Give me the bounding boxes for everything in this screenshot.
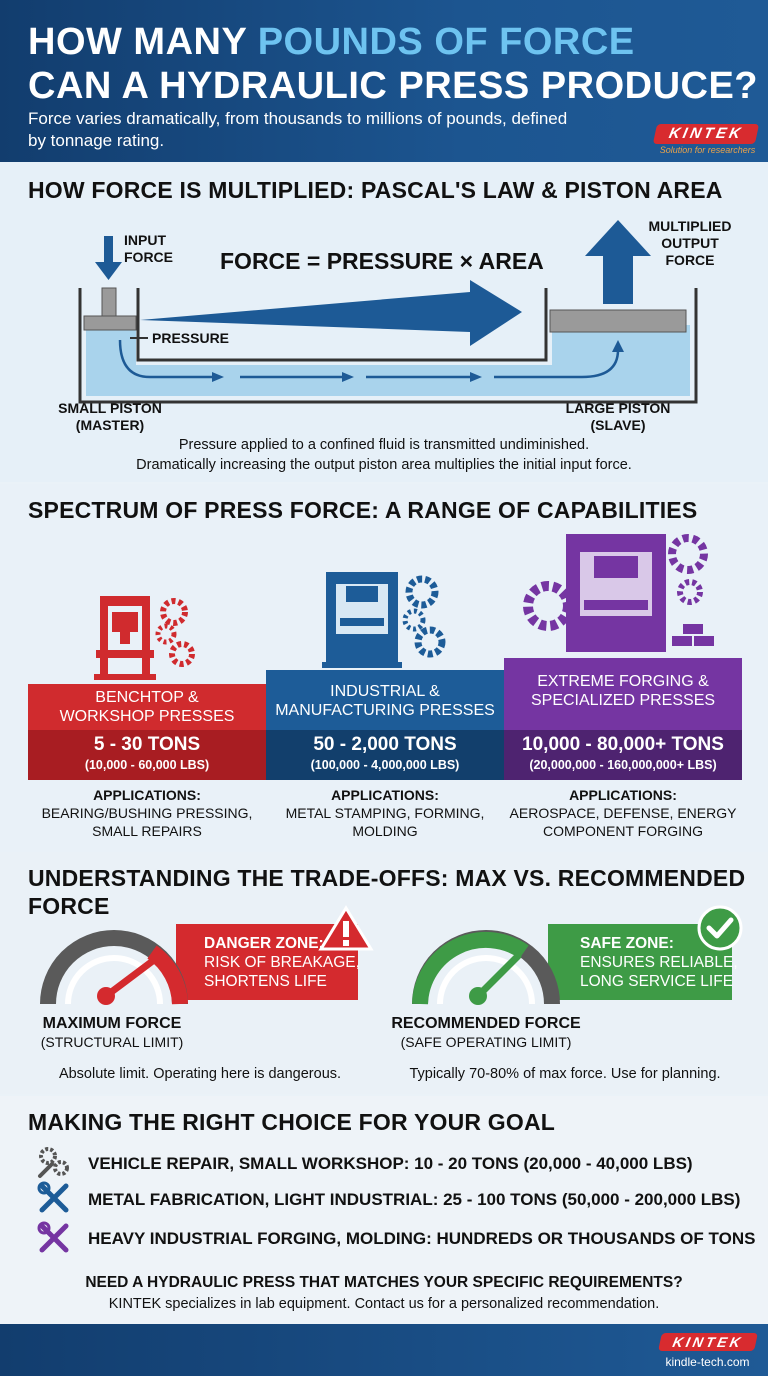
flow-arrowhead-3 [470, 372, 482, 382]
gears-wrench-icon [38, 1147, 69, 1178]
tier-extreme-lbs: (20,000,000 - 160,000,000+ LBS) [529, 758, 717, 772]
hydraulic-diagram [78, 220, 698, 404]
cta-title: NEED A HYDRAULIC PRESS THAT MATCHES YOUR… [85, 1274, 683, 1291]
tools-blue-icon [37, 1181, 69, 1213]
small-piston-head [83, 315, 137, 331]
flow-arrowhead-4 [612, 340, 624, 352]
tier-benchtop-name: BENCHTOP &WORKSHOP PRESSES [59, 689, 235, 725]
pascal-section-title: HOW FORCE IS MULTIPLIED: PASCAL'S LAW & … [28, 177, 723, 203]
tier-benchtop-range: 5 - 30 TONS [93, 734, 201, 755]
multiplication-wedge-arrow [140, 280, 522, 346]
small-piston-rod [101, 287, 117, 317]
kintek-logo[interactable]: KINTEK [652, 124, 760, 144]
recommended-force-note: Typically 70-80% of max force. Use for p… [409, 1066, 721, 1082]
cta-text: KINTEK specializes in lab equipment. Con… [108, 1296, 660, 1312]
tier-extreme-name: EXTREME FORGING &SPECIALIZED PRESSES [530, 673, 716, 709]
title-line2: CAN A HYDRAULIC PRESS PRODUCE? [28, 65, 759, 107]
output-force-arrow [585, 220, 651, 304]
checkmark-icon [697, 905, 743, 951]
pascal-description-1: Pressure applied to a confined fluid is … [178, 437, 590, 453]
chamber-wall-outer [78, 288, 698, 404]
tradeoffs-section-title: UNDERSTANDING THE TRADE-OFFS: MAX VS. RE… [28, 865, 746, 919]
title-line1-pre: HOW MANY [28, 21, 258, 63]
tier-extreme-range-bg [504, 730, 742, 780]
tier-industrial-name: INDUSTRIAL &MANUFACTURING PRESSES [275, 683, 495, 719]
input-force-arrow [95, 236, 122, 280]
benchtop-press-icon [94, 596, 195, 680]
title-line1-accent: POUNDS OF FORCE [257, 21, 635, 63]
flow-arrowhead-1 [212, 372, 224, 382]
industrial-press-icon [322, 572, 446, 668]
flow-path-1 [118, 339, 212, 379]
tier-industrial-lbs: (100,000 - 4,000,000 LBS) [310, 758, 460, 772]
page-title: HOW MANY POUNDS OF FORCE CAN A HYDRAULIC… [28, 20, 758, 108]
flow-path-4 [494, 349, 620, 379]
pressure-label: PRESSURE [152, 330, 230, 346]
tier-benchtop: BENCHTOP &WORKSHOP PRESSES 5 - 30 TONS (… [28, 684, 266, 780]
tools-purple-icon [37, 1221, 69, 1253]
logo-tagline: Solution for researchers [659, 145, 756, 155]
goals-section [0, 1096, 768, 1324]
tier-industrial: INDUSTRIAL &MANUFACTURING PRESSES 50 - 2… [266, 670, 504, 780]
recommended-force-sublabel: (SAFE OPERATING LIMIT) [400, 1034, 572, 1050]
max-force-label: MAXIMUM FORCE [42, 1015, 182, 1032]
header-banner [0, 0, 768, 162]
tier-extreme-range: 10,000 - 80,000+ TONS [522, 734, 724, 755]
recommended-force-label: RECOMMENDED FORCE [391, 1015, 581, 1032]
goals-section-title: MAKING THE RIGHT CHOICE FOR YOUR GOAL [28, 1109, 556, 1135]
flow-arrowhead-2 [342, 372, 354, 382]
tier-industrial-range: 50 - 2,000 TONS [313, 734, 457, 755]
extreme-press-icon [523, 534, 714, 652]
chamber-wall-inner [136, 288, 548, 362]
tier-benchtop-lbs: (10,000 - 60,000 LBS) [84, 758, 210, 772]
large-piston-head [549, 309, 687, 333]
danger-zone-text: DANGER ZONE: RISK OF BREAKAGE,SHORTENS L… [204, 935, 360, 990]
goal-item-3: HEAVY INDUSTRIAL FORGING, MOLDING: HUNDR… [88, 1229, 756, 1248]
large-piston-label: LARGE PISTON(SLAVE) [565, 400, 671, 433]
tier-benchtop-range-bg [28, 730, 266, 780]
spectrum-section-title: SPECTRUM OF PRESS FORCE: A RANGE OF CAPA… [28, 497, 698, 523]
goal-item-2: METAL FABRICATION, LIGHT INDUSTRIAL: 25 … [88, 1190, 741, 1209]
max-force-note: Absolute limit. Operating here is danger… [58, 1066, 342, 1082]
force-equation: FORCE = PRESSURE × AREA [220, 248, 544, 274]
footer-logo-text: KINTEK [671, 1334, 745, 1350]
pascal-description-2: Dramatically increasing the output pisto… [136, 457, 632, 473]
goal-item-1: VEHICLE REPAIR, SMALL WORKSHOP: 10 - 20 … [88, 1154, 693, 1173]
tier-benchtop-apps: APPLICATIONS: BEARING/BUSHING PRESSING,S… [41, 787, 253, 839]
footer-url[interactable]: kindle-tech.com [665, 1355, 750, 1369]
tier-extreme: EXTREME FORGING &SPECIALIZED PRESSES 10,… [504, 658, 742, 780]
tier-industrial-apps: APPLICATIONS: METAL STAMPING, FORMING,MO… [285, 787, 485, 839]
footer-kintek-logo[interactable]: KINTEK [658, 1333, 758, 1351]
small-piston-label: SMALL PISTON(MASTER) [58, 400, 162, 433]
footer-banner [0, 1324, 768, 1376]
tier-industrial-range-bg [266, 730, 504, 780]
recommended-force-gauge-icon [412, 930, 560, 1005]
max-force-sublabel: (STRUCTURAL LIMIT) [40, 1034, 184, 1050]
safe-zone-text: SAFE ZONE: ENSURES RELIABLE,LONG SERVICE… [580, 935, 738, 990]
logo-text: KINTEK [667, 125, 745, 142]
tier-extreme-apps: APPLICATIONS: AEROSPACE, DEFENSE, ENERGY… [509, 787, 737, 839]
page-subtitle: Force varies dramatically, from thousand… [28, 109, 568, 150]
max-force-gauge-icon [40, 930, 188, 1005]
warning-icon [318, 905, 374, 951]
